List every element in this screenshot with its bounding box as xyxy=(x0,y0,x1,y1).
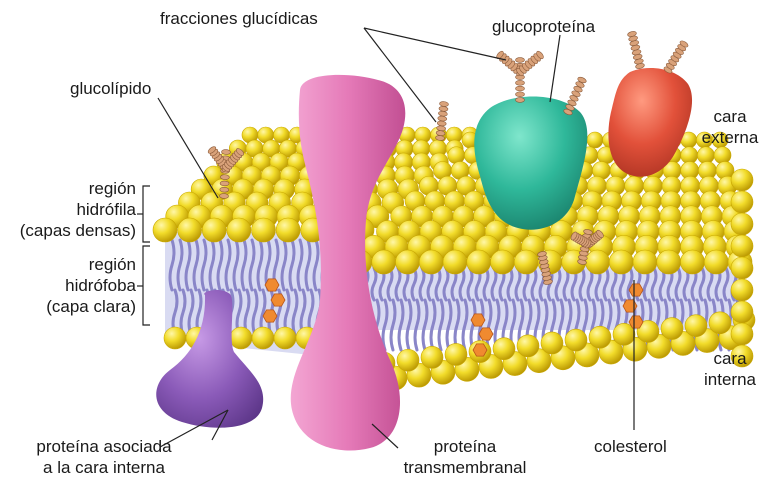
lipid-head xyxy=(396,250,420,274)
label-colesterol: colesterol xyxy=(594,436,667,457)
lipid-head xyxy=(731,169,753,191)
lipid-head xyxy=(685,315,707,337)
lipid-head xyxy=(517,335,539,357)
lipid-head xyxy=(491,250,515,274)
cholesterol-ring xyxy=(479,328,493,340)
label-cara-interna-line2: interna xyxy=(700,369,760,390)
lipid-head xyxy=(681,147,698,164)
lipid-head xyxy=(274,327,296,349)
label-proteina-asociada-line2: a la cara interna xyxy=(4,457,204,478)
lipid-head xyxy=(731,191,753,213)
sugar-unit xyxy=(439,101,448,107)
sugar-unit xyxy=(437,121,446,127)
lipid-head xyxy=(448,147,465,164)
lipid-head xyxy=(252,218,276,242)
sugar-unit xyxy=(438,116,447,122)
lipid-head xyxy=(681,250,705,274)
lipid-head xyxy=(731,257,753,279)
lipid-head xyxy=(633,250,657,274)
lipid-head xyxy=(731,279,753,301)
lipid-head xyxy=(704,250,728,274)
sugar-unit xyxy=(516,58,525,63)
label-glucoproteina: glucoproteína xyxy=(492,16,595,37)
label-proteina-transmembranal-line1: proteína xyxy=(380,436,550,457)
lipid-head xyxy=(493,338,515,360)
lipid-head xyxy=(514,250,538,274)
sugar-unit xyxy=(516,92,525,97)
lipid-head xyxy=(178,218,202,242)
label-proteina-transmembranal: proteína transmembranal xyxy=(380,436,550,478)
label-region-hidrofila-line1: región xyxy=(0,178,136,199)
sugar-unit xyxy=(439,106,448,112)
label-cara-interna: cara interna xyxy=(700,348,760,390)
label-region-hidrofoba: región hidrófoba (capa clara) xyxy=(0,254,136,317)
lipid-head xyxy=(586,250,610,274)
sugar-unit xyxy=(516,80,525,85)
label-proteina-asociada: proteína asociada a la cara interna xyxy=(4,436,204,478)
label-region-hidrofoba-line3: (capa clara) xyxy=(0,296,136,317)
lipid-head xyxy=(609,250,633,274)
lipid-head xyxy=(565,329,587,351)
lipid-head xyxy=(731,235,753,257)
cholesterol-ring xyxy=(623,300,637,312)
lipid-head xyxy=(372,250,396,274)
lipid-head xyxy=(541,332,563,354)
label-fracciones-glucidicas: fracciones glucídicas xyxy=(160,8,318,29)
lipid-head xyxy=(276,218,300,242)
lipid-head xyxy=(202,218,226,242)
cholesterol-ring xyxy=(471,314,485,326)
cholesterol-ring xyxy=(263,310,277,322)
lipid-head xyxy=(164,327,186,349)
lipid-head xyxy=(714,147,731,164)
sugar-unit xyxy=(516,98,525,103)
lipid-head xyxy=(419,250,443,274)
lipid-head xyxy=(153,218,177,242)
label-cara-externa-line1: cara xyxy=(700,106,760,127)
label-proteina-asociada-line1: proteína asociada xyxy=(4,436,204,457)
cholesterol-ring xyxy=(473,344,487,356)
lipid-head xyxy=(230,327,252,349)
lipid-head xyxy=(445,343,467,365)
lipid-head xyxy=(587,132,603,148)
cholesterol-ring xyxy=(271,294,285,306)
lipid-head xyxy=(709,312,731,334)
lipid-head xyxy=(731,301,753,323)
lipid-head xyxy=(421,346,443,368)
sugar-unit xyxy=(220,187,229,192)
sugar-unit xyxy=(516,86,525,91)
sugar-unit xyxy=(221,149,230,154)
lipid-head xyxy=(731,213,753,235)
lipid-head xyxy=(443,250,467,274)
sugar-unit xyxy=(438,111,447,117)
label-region-hidrofoba-line2: hidrófoba xyxy=(0,275,136,296)
cholesterol-ring xyxy=(629,316,643,328)
label-cara-externa: cara externa xyxy=(700,106,760,148)
label-proteina-transmembranal-line2: transmembranal xyxy=(380,457,550,478)
lipid-head xyxy=(467,250,491,274)
cholesterol-ring xyxy=(629,284,643,296)
lipid-head xyxy=(697,147,714,164)
lipid-head xyxy=(589,326,611,348)
lipid-head xyxy=(731,323,753,345)
sugar-unit xyxy=(220,181,229,186)
lipid-head xyxy=(227,218,251,242)
lipid-head xyxy=(657,250,681,274)
label-region-hidrofila-line2: hidrófila xyxy=(0,199,136,220)
sugar-unit xyxy=(219,193,228,198)
lipid-head xyxy=(252,327,274,349)
label-glucolipido: glucolípido xyxy=(70,78,151,99)
lipid-head xyxy=(397,349,419,371)
sugar-unit xyxy=(220,175,229,180)
lipid-head xyxy=(661,318,683,340)
label-region-hidrofila-line3: (capas densas) xyxy=(0,220,136,241)
cholesterol-ring xyxy=(265,279,279,291)
label-cara-externa-line2: externa xyxy=(700,127,760,148)
label-region-hidrofila: región hidrófila (capas densas) xyxy=(0,178,136,241)
label-cara-interna-line1: cara xyxy=(700,348,760,369)
label-region-hidrofoba-line1: región xyxy=(0,254,136,275)
